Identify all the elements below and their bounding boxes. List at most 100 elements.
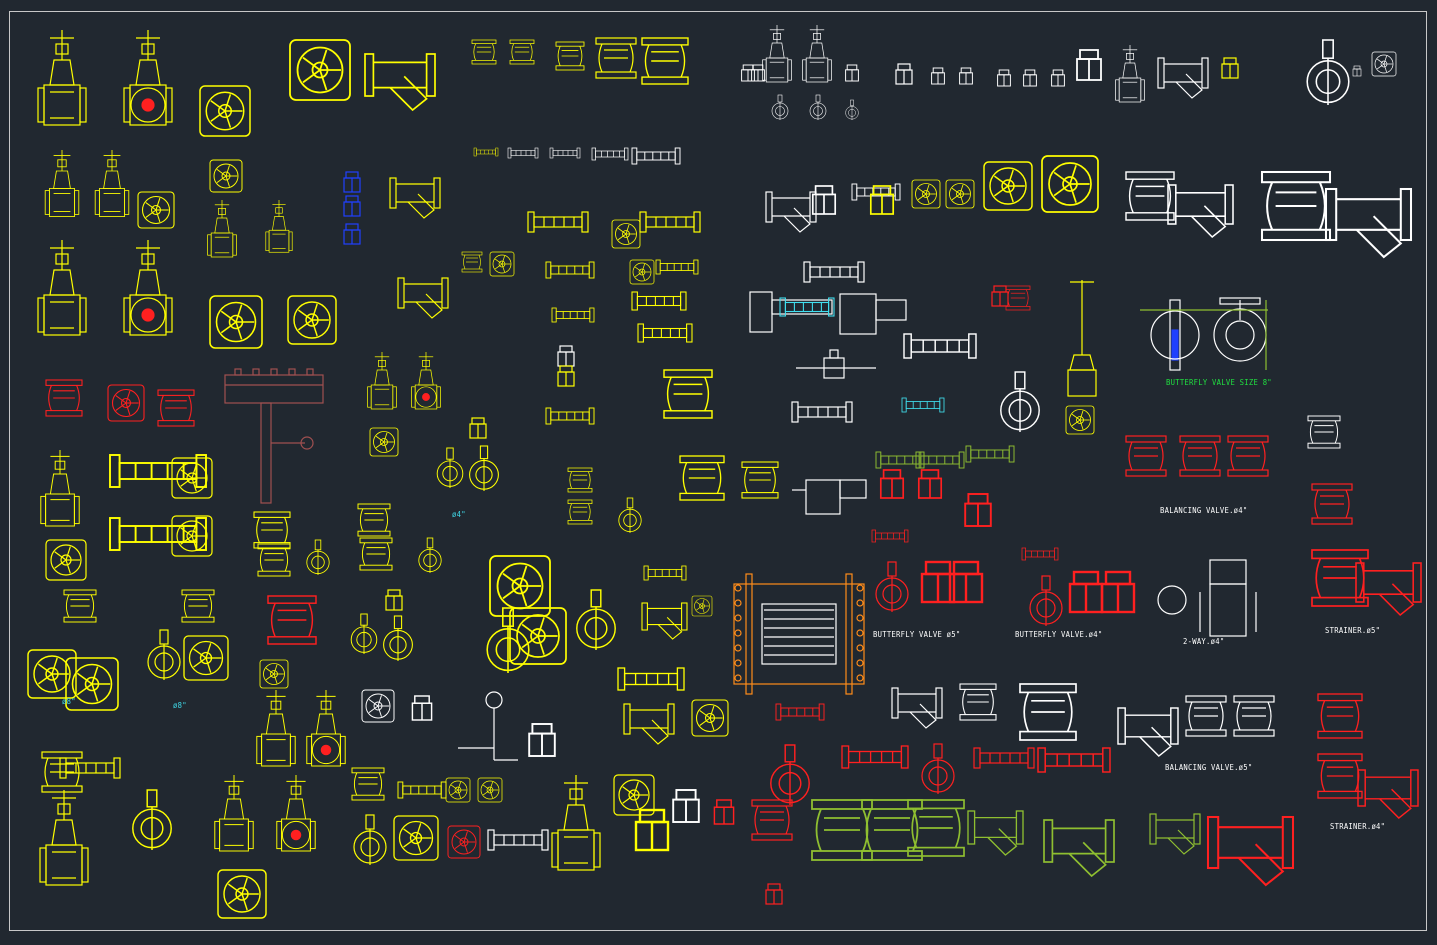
white-ystr-6[interactable] [1117,707,1179,757]
round-valve-10[interactable] [65,657,119,711]
spool-17[interactable] [357,503,391,537]
fitting-y-3[interactable] [385,589,403,611]
gate-valve-4[interactable] [94,150,130,217]
green-line-2[interactable] [915,451,965,469]
round-valve-13[interactable] [611,219,641,249]
gate-valve-7[interactable] [37,240,87,336]
red-fit-4[interactable] [917,469,943,499]
red-bfly-3[interactable] [770,744,810,806]
red-spool-7[interactable] [1179,435,1221,477]
round-valve-17[interactable] [489,555,551,617]
red-round-1[interactable] [447,825,481,859]
red-fit-2[interactable] [991,285,1009,307]
spool-1[interactable] [63,589,97,623]
y-strainer-3[interactable] [397,277,449,319]
red-fit-10[interactable] [765,883,783,905]
round-valve-24[interactable] [393,815,439,861]
white-spool-4[interactable] [959,683,997,721]
wf-8[interactable] [1023,69,1037,87]
small-5[interactable] [631,147,681,165]
blue-fitting-3[interactable] [343,223,361,245]
blue-fitting-2[interactable] [343,195,361,217]
gate-valve-8[interactable] [123,240,173,336]
red-spool-5[interactable] [1005,285,1031,311]
wf-2[interactable] [751,64,765,82]
white-ystr-4[interactable] [1324,187,1413,259]
gate-valve-3[interactable] [44,150,80,217]
red-line-5[interactable] [973,747,1035,769]
round-valve-27[interactable] [945,179,975,209]
round-valve-7[interactable] [171,515,213,557]
white-gate-3[interactable] [1115,45,1145,103]
bfly-11[interactable] [576,589,616,651]
bfly-10[interactable] [486,607,530,673]
round-valve-3[interactable] [209,159,243,193]
bfly-2[interactable] [132,789,172,851]
round-valve-6[interactable] [171,457,213,499]
wh-3[interactable] [903,333,977,359]
round-valve-23[interactable] [477,777,503,803]
green-ystr-3[interactable] [1149,813,1201,855]
horiz-valve-3[interactable] [59,757,121,779]
spool-2[interactable] [181,589,215,623]
spool-12[interactable] [567,499,593,525]
white-spool-5[interactable] [1019,683,1077,741]
red-spool-1[interactable] [45,379,83,417]
horiz-valve-2[interactable] [109,517,207,551]
horiz-valve-7[interactable] [655,259,699,275]
round-valve-9[interactable] [27,649,77,699]
horiz-valve-9[interactable] [551,307,595,323]
green-ystr-1[interactable] [967,810,1024,856]
white-ystr-2[interactable] [765,191,817,233]
red-fit-5[interactable] [964,493,992,527]
green-spool-2[interactable] [861,799,923,861]
red-line-3[interactable] [775,703,825,721]
red-bfly-2[interactable] [1029,575,1063,626]
red-spool-11[interactable] [1317,693,1363,739]
gate-tall-1[interactable] [1067,280,1097,397]
blue-fitting-1[interactable] [343,171,361,193]
red-spool-10[interactable] [1311,549,1369,607]
header-pipe[interactable] [224,368,324,504]
gate-valve-red-1[interactable] [551,775,601,871]
red-fit-1[interactable] [713,799,735,825]
green-spool-1[interactable] [811,799,873,861]
wf-5[interactable] [931,67,945,85]
bfly-6[interactable] [306,539,330,575]
spool-6[interactable] [555,41,585,71]
wbf-1[interactable] [771,94,789,120]
gate-valve-15[interactable] [256,690,296,767]
spool-18[interactable] [359,537,393,571]
red-bfly-1[interactable] [875,561,909,612]
white-spool-3[interactable] [1307,415,1341,449]
white-fit-2[interactable] [672,789,700,823]
white-hline-1[interactable] [487,829,549,851]
gate-valve-12[interactable] [276,775,316,852]
spool-13[interactable] [679,455,725,501]
red-spool-3[interactable] [267,595,317,645]
spool-14[interactable] [741,461,779,499]
horiz-valve-11[interactable] [545,407,595,425]
bfly-12[interactable] [353,814,387,865]
horiz-valve-8[interactable] [631,291,687,311]
horiz-valve-1[interactable] [109,454,207,488]
red-line-2[interactable] [1021,547,1059,561]
bfly-1[interactable] [147,629,181,680]
horiz-valve-5[interactable] [639,211,701,233]
small-4[interactable] [591,147,629,161]
cyan-valve-1[interactable] [779,297,835,317]
gate-valve-1[interactable] [37,30,87,126]
round-valve-20[interactable] [259,659,289,689]
bfly-8[interactable] [350,613,378,655]
red-spool-8[interactable] [1227,435,1269,477]
white-gate-1[interactable] [762,25,792,83]
wf-12[interactable] [811,185,837,215]
two-way-valve[interactable] [1157,559,1257,637]
white-spool-7[interactable] [1233,695,1275,737]
red-fit-6[interactable] [920,560,956,604]
expansion-joint-orange[interactable] [733,573,865,695]
bfly-4[interactable] [469,445,499,492]
spool-5[interactable] [509,39,535,65]
red-spool-12[interactable] [1317,753,1363,799]
